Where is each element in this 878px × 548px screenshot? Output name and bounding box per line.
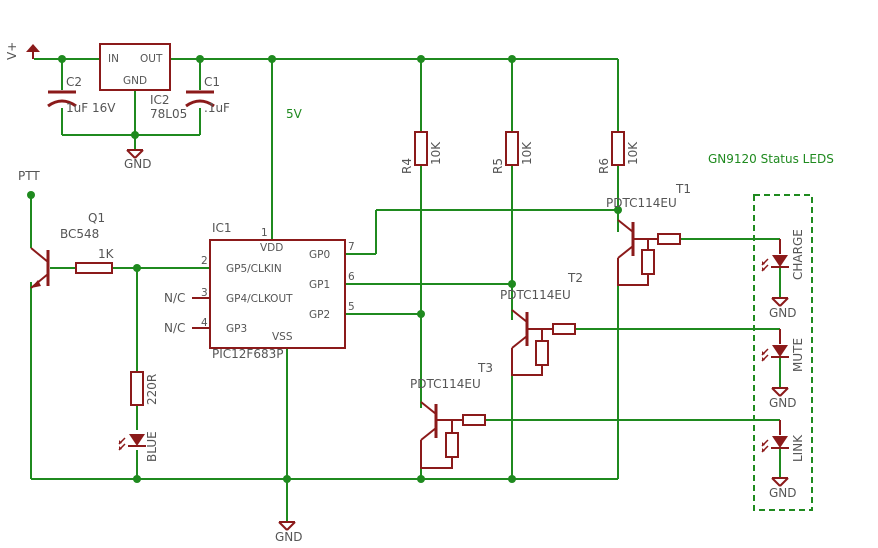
ptt-label: PTT: [18, 169, 40, 183]
mcu-pinno-gp2: 5: [348, 301, 355, 313]
capacitor-c2: C2 1uF 16V: [47, 75, 116, 115]
reg-name: IC2: [150, 93, 170, 107]
mcu-pinno-vdd: 1: [261, 227, 268, 239]
gnd-label-bottom: GND: [275, 530, 303, 544]
transistor-t2: T2 PDTC114EU: [500, 271, 583, 376]
q1-value: BC548: [60, 227, 99, 241]
t3-name: T3: [477, 361, 493, 375]
mcu-pinno-gp3: 4: [201, 317, 208, 329]
reg-pin-gnd: GND: [123, 75, 147, 87]
r6-value: 10K: [626, 141, 640, 165]
mcu-pin-gp1: GP1: [309, 279, 330, 291]
t1-value: PDTC114EU: [606, 196, 677, 210]
c1-value: .1uF: [204, 101, 230, 115]
reg-pin-out: OUT: [140, 53, 163, 65]
r5-name: R5: [491, 158, 505, 174]
mcu-pin-gp4: GP4/CLKOUT: [226, 293, 293, 305]
transistor-q1: Q1 BC548: [30, 211, 105, 289]
r5-value: 10K: [520, 141, 534, 165]
regulator-ic2: IN OUT GND IC2 78L05: [99, 43, 187, 121]
wires: [30, 58, 781, 522]
resistor-r4: R4 10K: [400, 131, 443, 174]
resistor-r6: R6 10K: [597, 131, 640, 174]
led-link-gnd: GND: [769, 486, 797, 500]
nc-label-gp3: N/C: [164, 321, 185, 335]
c2-name: C2: [66, 75, 82, 89]
reg-value: 78L05: [150, 107, 187, 121]
led-charge-gnd: GND: [769, 306, 797, 320]
mcu-pin-gp0: GP0: [309, 249, 330, 261]
mcu-pin-gp5: GP5/CLKIN: [226, 263, 282, 275]
t2-name: T2: [567, 271, 583, 285]
r1k-value: 1K: [98, 247, 115, 261]
led-charge: CHARGE GND: [761, 229, 805, 320]
capacitor-c1: C1 .1uF: [185, 75, 230, 115]
status-box-title: GN9120 Status LEDS: [708, 152, 834, 166]
mcu-pin-vdd: VDD: [260, 242, 283, 254]
gnd-label-top: GND: [124, 157, 152, 171]
t1-name: T1: [675, 182, 691, 196]
five-volt-label: 5V: [286, 107, 303, 121]
mcu-value: PIC12F683P: [212, 347, 283, 361]
resistor-1k: 1K: [75, 247, 115, 274]
gnd-bottom: GND: [275, 521, 303, 544]
vplus-label: V+: [5, 42, 19, 60]
led-link: LINK GND: [761, 420, 805, 500]
t3-value: PDTC114EU: [410, 377, 481, 391]
c2-value: 1uF 16V: [66, 101, 116, 115]
mcu-pin-gp2: GP2: [309, 309, 330, 321]
status-led-box: GN9120 Status LEDS: [708, 152, 834, 511]
mcu-pinno-gp4: 3: [201, 287, 208, 299]
c1-name: C1: [204, 75, 220, 89]
mcu-pinno-gp0: 7: [348, 241, 355, 253]
mcu-name: IC1: [212, 221, 232, 235]
r4-name: R4: [400, 158, 414, 174]
mcu-pinno-gp1: 6: [348, 271, 355, 283]
resistor-220r: 220R: [130, 371, 159, 406]
mcu-pin-gp3: GP3: [226, 323, 247, 335]
transistor-t1: T1 PDTC114EU: [606, 182, 691, 286]
r6-name: R6: [597, 158, 611, 174]
reg-pin-in: IN: [108, 53, 119, 65]
resistor-r5: R5 10K: [491, 131, 534, 174]
junctions: [27, 55, 622, 483]
led-blue-label: BLUE: [145, 431, 159, 462]
led-blue: BLUE: [118, 431, 159, 462]
t2-value: PDTC114EU: [500, 288, 571, 302]
led-charge-label: CHARGE: [791, 229, 805, 280]
led-link-label: LINK: [791, 434, 805, 462]
r4-value: 10K: [429, 141, 443, 165]
q1-name: Q1: [88, 211, 105, 225]
gnd-regulator: GND: [124, 149, 152, 171]
r220-value: 220R: [145, 374, 159, 405]
led-mute-label: MUTE: [791, 338, 805, 372]
transistor-t3: T3 PDTC114EU: [410, 361, 493, 469]
led-mute-gnd: GND: [769, 396, 797, 410]
nc-label-gp4: N/C: [164, 291, 185, 305]
mcu-pin-vss: VSS: [272, 331, 293, 343]
vplus-symbol: V+: [5, 42, 40, 60]
mcu-ic1: IC1 PIC12F683P VDD VSS GP0 GP1 GP2 GP5/C…: [164, 221, 355, 361]
led-mute: MUTE GND: [761, 329, 805, 410]
mcu-pinno-gp5: 2: [201, 255, 208, 267]
